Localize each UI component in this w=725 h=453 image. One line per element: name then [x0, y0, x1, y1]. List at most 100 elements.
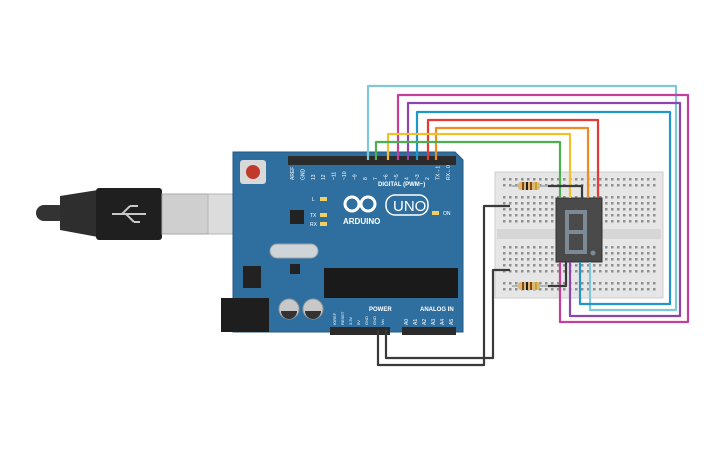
- breadboard-hole: [641, 178, 644, 181]
- breadboard-hole: [551, 282, 554, 285]
- breadboard-hole: [509, 178, 512, 181]
- usb-cable-strain: [36, 205, 66, 221]
- led-on: [432, 211, 439, 215]
- wire-black[interactable]: [376, 204, 510, 367]
- atmega-chip: [324, 268, 458, 298]
- breadboard-hole: [647, 178, 650, 181]
- breadboard-hole: [635, 246, 638, 249]
- breadboard-hole: [503, 258, 506, 261]
- breadboard-hole: [545, 258, 548, 261]
- wire-yellow[interactable]: [386, 132, 572, 198]
- breadboard-hole: [653, 196, 656, 199]
- analog-label: ANALOG IN: [420, 307, 454, 313]
- breadboard-hole: [623, 202, 626, 205]
- breadboard-hole: [611, 220, 614, 223]
- breadboard-hole: [509, 220, 512, 223]
- analog-pin-label: A2: [422, 319, 428, 325]
- usb-cable[interactable]: [36, 188, 267, 240]
- breadboard-hole: [647, 288, 650, 291]
- breadboard-hole: [551, 202, 554, 205]
- breadboard-hole: [503, 178, 506, 181]
- wires: [366, 84, 690, 367]
- wire-black[interactable]: [548, 262, 568, 288]
- wire-black[interactable]: [384, 268, 510, 360]
- breadboard-hole: [539, 178, 542, 181]
- breadboard-hole: [641, 220, 644, 223]
- resistor-top-band-2: [526, 182, 528, 190]
- breadboard-hole: [533, 214, 536, 217]
- wire-blue[interactable]: [415, 110, 672, 306]
- breadboard-hole: [545, 264, 548, 267]
- breadboard-hole: [509, 288, 512, 291]
- breadboard-hole: [521, 264, 524, 267]
- breadboard-hole: [503, 270, 506, 273]
- breadboard-hole: [563, 282, 566, 285]
- wire-black[interactable]: [548, 184, 584, 198]
- wire-green[interactable]: [374, 140, 562, 198]
- breadboard-hole: [653, 258, 656, 261]
- wire-magenta[interactable]: [396, 93, 690, 324]
- resistor-bottom[interactable]: [512, 282, 550, 290]
- breadboard-hole: [617, 252, 620, 255]
- breadboard-hole: [539, 282, 542, 285]
- breadboard-hole: [521, 252, 524, 255]
- power-pin-label: GND: [364, 316, 369, 325]
- breadboard-hole: [533, 178, 536, 181]
- breadboard-hole: [575, 196, 578, 199]
- led-l-label: L: [312, 197, 315, 203]
- digital-pin-label: 7: [373, 177, 379, 180]
- usb-cable-boot: [60, 190, 98, 237]
- digital-pin-label: RX←0: [446, 165, 452, 180]
- breadboard-hole: [635, 214, 638, 217]
- breadboard-hole: [557, 282, 560, 285]
- seven-segment-display[interactable]: 8.: [555, 197, 603, 263]
- digital-header[interactable]: [288, 156, 456, 165]
- breadboard-hole: [503, 282, 506, 285]
- breadboard-hole: [563, 270, 566, 273]
- breadboard-hole: [617, 178, 620, 181]
- digital-pin-label: 8: [363, 177, 369, 180]
- breadboard-hole: [521, 202, 524, 205]
- breadboard-hole: [629, 252, 632, 255]
- display-segment: [583, 233, 587, 251]
- breadboard-hole: [551, 258, 554, 261]
- brand-label: ARDUINO: [343, 217, 380, 226]
- analog-header[interactable]: [402, 327, 456, 335]
- breadboard-hole: [593, 196, 596, 199]
- breadboard-hole: [515, 220, 518, 223]
- breadboard-hole: [605, 270, 608, 273]
- wire-purple[interactable]: [406, 101, 682, 318]
- breadboard-hole: [563, 196, 566, 199]
- breadboard-hole: [539, 202, 542, 205]
- digital-pin-label: 12: [321, 174, 327, 180]
- breadboard-hole: [575, 264, 578, 267]
- breadboard-hole: [563, 264, 566, 267]
- digital-label: DIGITAL (PWM~): [378, 182, 425, 188]
- breadboard-hole: [533, 220, 536, 223]
- breadboard-hole: [509, 258, 512, 261]
- power-jack[interactable]: [221, 298, 269, 332]
- breadboard-hole: [653, 252, 656, 255]
- breadboard-hole: [539, 258, 542, 261]
- breadboard-hole: [515, 270, 518, 273]
- led-tx: [320, 213, 327, 217]
- power-pin-label: RESET: [340, 311, 345, 325]
- wire-cyan[interactable]: [366, 84, 678, 312]
- wire-red[interactable]: [426, 118, 600, 198]
- breadboard-hole: [539, 208, 542, 211]
- breadboard-hole: [641, 258, 644, 261]
- power-header[interactable]: [330, 327, 390, 335]
- resistor-top[interactable]: [512, 182, 550, 190]
- breadboard-hole: [533, 208, 536, 211]
- power-pin-label: 3.3V: [348, 316, 353, 325]
- breadboard-hole: [647, 214, 650, 217]
- breadboard-hole: [581, 178, 584, 181]
- wire-orange[interactable]: [434, 126, 590, 198]
- breadboard-hole: [611, 184, 614, 187]
- breadboard-hole: [617, 184, 620, 187]
- breadboard-hole: [515, 208, 518, 211]
- breadboard-hole: [641, 184, 644, 187]
- breadboard-hole: [605, 208, 608, 211]
